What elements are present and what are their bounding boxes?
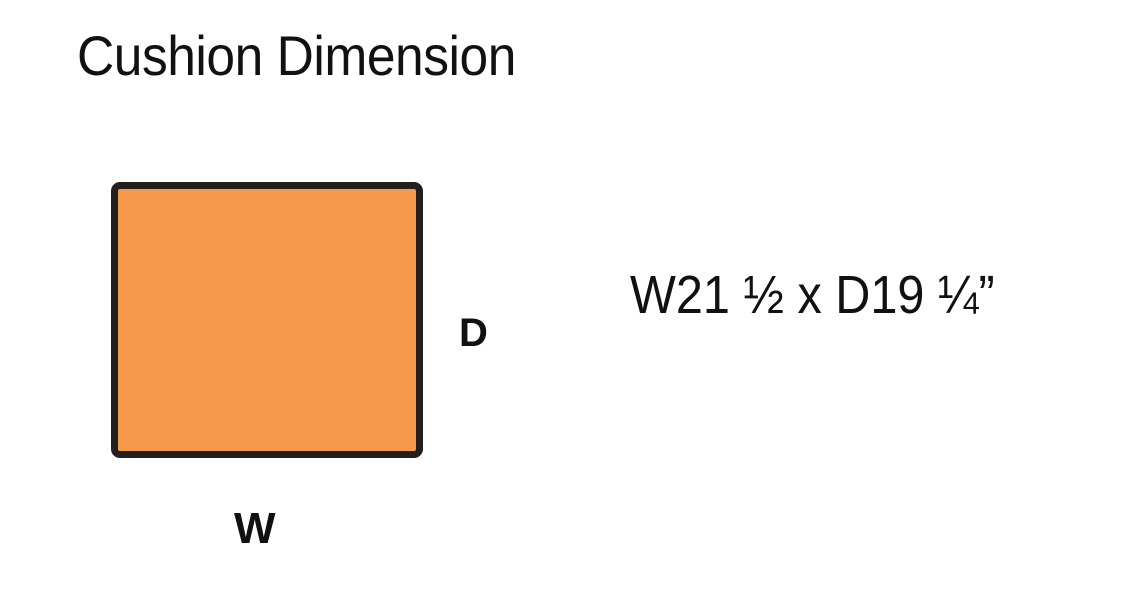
width-label: W [234,504,276,553]
page-title: Cushion Dimension [77,24,516,87]
dimension-value: W21 ½ x D19 ¼” [630,265,995,325]
cushion-diagram [111,182,423,458]
depth-label: D [459,311,488,355]
